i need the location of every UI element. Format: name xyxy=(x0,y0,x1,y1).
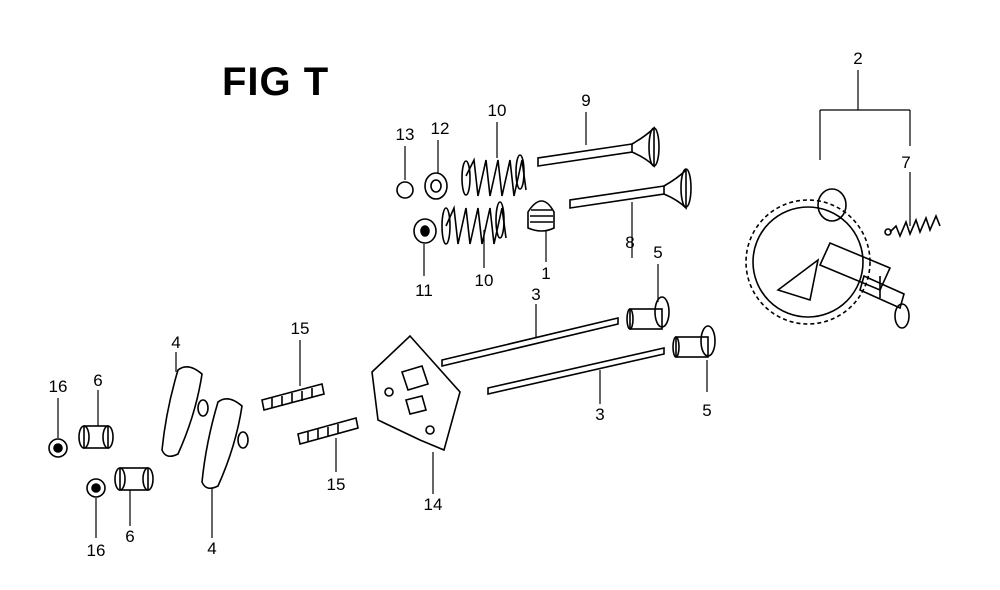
callout-4-upper: 4 xyxy=(171,333,180,352)
part-6-pivot-lower xyxy=(114,467,154,491)
callout-8: 8 xyxy=(625,233,634,252)
part-3-push-rod-lower xyxy=(487,346,665,396)
callout-11: 11 xyxy=(415,281,433,300)
callout-7: 7 xyxy=(901,153,910,172)
callout-15-upper: 15 xyxy=(291,319,310,338)
callout-4-lower: 4 xyxy=(207,539,216,558)
callout-5-upper: 5 xyxy=(653,243,662,262)
part-11-retainer xyxy=(413,218,437,244)
part-14-guide-plate xyxy=(371,334,461,452)
leader-lines xyxy=(57,70,911,538)
callout-13: 13 xyxy=(396,125,415,144)
callout-16-upper: 16 xyxy=(49,377,68,396)
callout-6-lower: 6 xyxy=(125,527,134,546)
callout-15-lower: 15 xyxy=(327,475,346,494)
part-3-push-rod-upper xyxy=(441,316,619,368)
part-4-rocker-arm-lower xyxy=(201,398,249,490)
part-12-retainer xyxy=(424,172,448,200)
callout-9: 9 xyxy=(581,91,590,110)
part-15-stud-lower xyxy=(297,417,359,445)
callout-3-lower: 3 xyxy=(595,405,604,424)
part-9-valve xyxy=(537,126,660,168)
part-13-ring xyxy=(396,181,414,199)
part-8-valve xyxy=(569,168,692,210)
callout-3-upper: 3 xyxy=(531,285,540,304)
part-1-seal xyxy=(527,200,555,232)
callout-10-lower: 10 xyxy=(475,271,494,290)
callout-12: 12 xyxy=(431,119,450,138)
part-2-camshaft-gear xyxy=(745,188,910,329)
callout-5-lower: 5 xyxy=(702,401,711,420)
part-6-pivot-upper xyxy=(78,425,114,449)
callout-2: 2 xyxy=(853,49,862,68)
part-10-spring-lower xyxy=(441,201,507,245)
callout-labels: 1 2 3 3 4 4 5 5 6 6 7 8 9 10 10 11 12 13… xyxy=(49,49,911,560)
part-5-tappet-upper xyxy=(626,296,670,330)
callout-1: 1 xyxy=(541,264,550,283)
callout-10-upper: 10 xyxy=(488,101,507,120)
part-16-nut-upper xyxy=(48,438,68,458)
part-16-nut-lower xyxy=(86,478,106,498)
part-5-tappet-lower xyxy=(672,325,716,358)
callout-14: 14 xyxy=(424,495,443,514)
callout-6-upper: 6 xyxy=(93,371,102,390)
figure-title: FIG T xyxy=(222,60,330,104)
part-15-stud-upper xyxy=(261,383,325,411)
part-4-rocker-arm-upper xyxy=(161,366,209,458)
part-7-spring xyxy=(884,213,941,239)
part-10-spring-upper xyxy=(461,154,527,197)
callout-16-lower: 16 xyxy=(87,541,106,560)
